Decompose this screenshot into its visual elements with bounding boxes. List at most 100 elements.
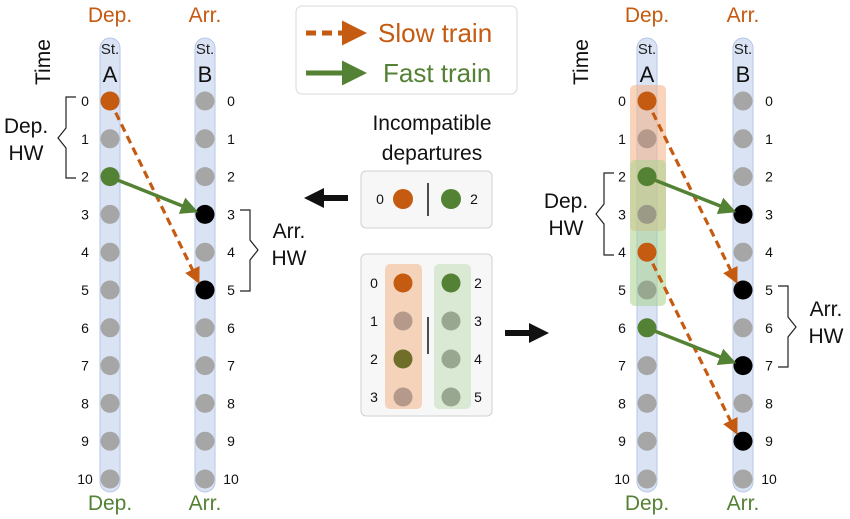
left-b-slot-0 bbox=[195, 91, 215, 111]
right-b-slot-7 bbox=[733, 356, 753, 376]
incompatible-title-1: Incompatible bbox=[372, 112, 491, 135]
left-arr-hw-label-1: Arr. bbox=[273, 220, 306, 243]
left-fast-train-arrow bbox=[109, 175, 199, 214]
right-a-slot-6 bbox=[637, 318, 657, 338]
left-station-a-letter: A bbox=[103, 62, 118, 87]
right-dep-hw-bracket bbox=[595, 172, 614, 256]
right-b-slot-5 bbox=[733, 280, 753, 300]
right-station-a-bottom-role: Dep. bbox=[625, 492, 669, 515]
right-b-slot-number: 9 bbox=[765, 433, 773, 449]
left-b-slot-3 bbox=[195, 204, 215, 224]
incompatible-right-dot bbox=[441, 311, 461, 331]
legend-slow-label: Slow train bbox=[378, 18, 492, 48]
incompatible-group-box bbox=[360, 253, 493, 417]
right-station-b-top-role: Arr. bbox=[727, 4, 760, 27]
left-dep-hw-label-1: Dep. bbox=[4, 115, 48, 138]
left-a-slot-9 bbox=[100, 431, 120, 451]
left-station-b-bottom-role: Arr. bbox=[189, 492, 222, 515]
incompatible-left-dot bbox=[393, 349, 413, 369]
incompatible-left-number: 1 bbox=[370, 313, 378, 329]
right-a-slot-number: 9 bbox=[618, 433, 626, 449]
incompatible-left-number: 0 bbox=[370, 275, 378, 291]
right-a-slot-number: 8 bbox=[618, 395, 626, 411]
right-a-slot-2 bbox=[637, 167, 657, 187]
right-b-slot-8 bbox=[733, 393, 753, 413]
left-a-slot-7 bbox=[100, 356, 120, 376]
incompatible-right-dot bbox=[441, 387, 461, 407]
right-slow-train-2-arrow bbox=[645, 251, 738, 435]
left-a-slot-number: 4 bbox=[81, 244, 89, 260]
right-b-slot-number: 5 bbox=[765, 282, 773, 298]
right-b-slot-9 bbox=[733, 431, 753, 451]
right-a-slot-number: 6 bbox=[618, 320, 626, 336]
left-a-slot-8 bbox=[100, 393, 120, 413]
right-b-slot-number: 10 bbox=[761, 471, 777, 487]
incompatible-left-dot bbox=[393, 273, 413, 293]
left-a-slot-6 bbox=[100, 318, 120, 338]
incompatible-title-2: departures bbox=[382, 142, 482, 165]
right-a-slot-number: 10 bbox=[614, 471, 630, 487]
left-station-a-st-label: St. bbox=[101, 41, 119, 58]
left-b-slot-10 bbox=[195, 469, 215, 489]
incompatible-pair-box bbox=[360, 170, 493, 229]
right-station-b-bottom-role: Arr. bbox=[727, 492, 760, 515]
right-arr-hw-label-2: HW bbox=[809, 325, 844, 348]
left-dep-hw-bracket bbox=[57, 96, 76, 179]
left-panel: Time Dep. Arr. St. St. A B 012345678910 … bbox=[4, 4, 307, 515]
left-b-slot-4 bbox=[195, 242, 215, 262]
incompatible-right-number: 2 bbox=[474, 275, 482, 291]
incompatible-right-number: 5 bbox=[474, 389, 482, 405]
right-a-slot-1 bbox=[637, 129, 657, 149]
left-a-slot-number: 5 bbox=[81, 282, 89, 298]
right-station-b-st-label: St. bbox=[734, 41, 752, 58]
legend-fast-label: Fast train bbox=[383, 58, 491, 88]
left-arr-hw-label-2: HW bbox=[272, 247, 307, 270]
right-fast-train-1-arrow bbox=[646, 175, 737, 214]
right-b-slot-0 bbox=[733, 91, 753, 111]
left-dep-hw-label-2: HW bbox=[9, 142, 44, 165]
right-arr-hw-bracket bbox=[778, 285, 797, 368]
left-b-slot-number: 7 bbox=[227, 358, 235, 374]
left-a-slot-number: 8 bbox=[81, 395, 89, 411]
left-station-a-slots bbox=[100, 91, 120, 489]
right-station-b-letter: B bbox=[736, 62, 751, 87]
left-station-b-top-role: Arr. bbox=[189, 4, 222, 27]
incompatible-pair-fast-dot bbox=[441, 189, 461, 209]
left-pointing-arrow bbox=[304, 188, 348, 208]
incompatible-pair-slow-dot bbox=[393, 189, 413, 209]
incompatible-slow-window bbox=[385, 264, 422, 409]
left-station-b-st-label: St. bbox=[196, 41, 214, 58]
left-a-slot-number: 9 bbox=[81, 433, 89, 449]
left-b-slot-5 bbox=[195, 280, 215, 300]
right-a-slot-number: 2 bbox=[618, 169, 626, 185]
right-b-slot-number: 2 bbox=[765, 169, 773, 185]
left-a-slot-number: 6 bbox=[81, 320, 89, 336]
left-a-slot-5 bbox=[100, 280, 120, 300]
right-b-slot-4 bbox=[733, 242, 753, 262]
legend: Slow train Fast train bbox=[295, 5, 518, 95]
left-b-slot-9 bbox=[195, 431, 215, 451]
left-slow-train-arrow bbox=[108, 100, 200, 284]
right-b-slot-number: 3 bbox=[765, 206, 773, 222]
right-station-a-top-role: Dep. bbox=[625, 4, 669, 27]
right-slow-train-1-arrow bbox=[645, 100, 738, 284]
right-a-slot-number: 7 bbox=[618, 358, 626, 374]
incompatible-right-number: 3 bbox=[474, 313, 482, 329]
left-station-a-bottom-role: Dep. bbox=[88, 492, 132, 515]
left-a-slot-10 bbox=[100, 469, 120, 489]
right-dep-hw-label-1: Dep. bbox=[544, 190, 588, 213]
left-a-slot-number: 0 bbox=[81, 93, 89, 109]
left-b-slot-8 bbox=[195, 393, 215, 413]
incompatible-right-dot bbox=[441, 273, 461, 293]
right-b-slot-number: 7 bbox=[765, 358, 773, 374]
incompatible-left-number: 3 bbox=[370, 389, 378, 405]
left-arr-hw-bracket bbox=[240, 209, 259, 292]
right-station-b-slots bbox=[733, 91, 753, 489]
right-a-slot-5 bbox=[637, 280, 657, 300]
right-b-slot-1 bbox=[733, 129, 753, 149]
right-a-slot-number: 1 bbox=[618, 131, 626, 147]
incompatible-left-dot bbox=[393, 387, 413, 407]
